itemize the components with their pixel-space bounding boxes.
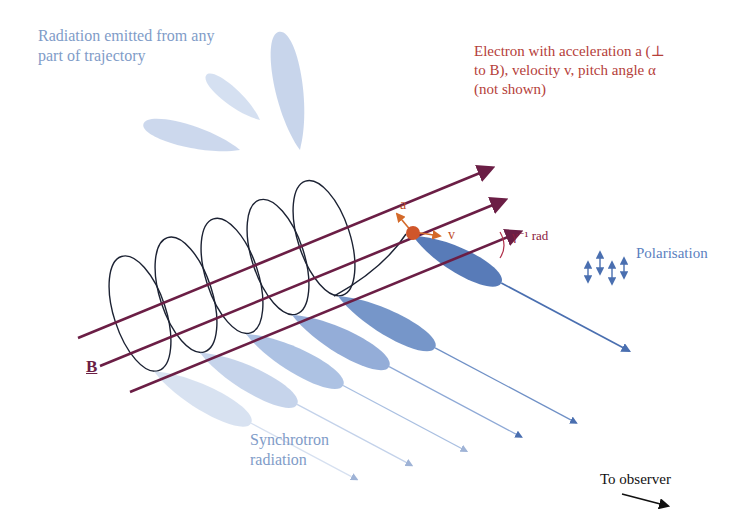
beam-lobes [148,225,629,480]
observer-label: To observer [600,470,671,489]
electron [397,214,440,240]
emission-lobes [140,29,314,161]
note-text: Radiation emitted from any part of traje… [38,26,228,66]
emission-lobe [140,113,242,161]
vector-label: v [448,226,455,244]
radiation-label: Synchrotron radiation [250,430,360,470]
ray-line [389,367,521,437]
vector-label: a [400,196,406,214]
ray-line [501,283,629,351]
observer-arrow [622,494,668,506]
polarisation-label: Polarisation [636,244,708,263]
emission-lobe [265,29,314,152]
emission-lobe [201,68,266,126]
electron-note: Electron with acceleration a (⊥ to B), v… [474,42,670,98]
polarisation-arrows [588,252,624,284]
beam-angle [500,232,504,258]
field-lines [78,168,520,392]
ray-line [343,386,467,452]
emission-lobe [332,285,441,359]
field-label: B [86,356,97,377]
angle-label: γ⁻¹ rad [512,228,548,244]
ray-line [435,348,576,423]
